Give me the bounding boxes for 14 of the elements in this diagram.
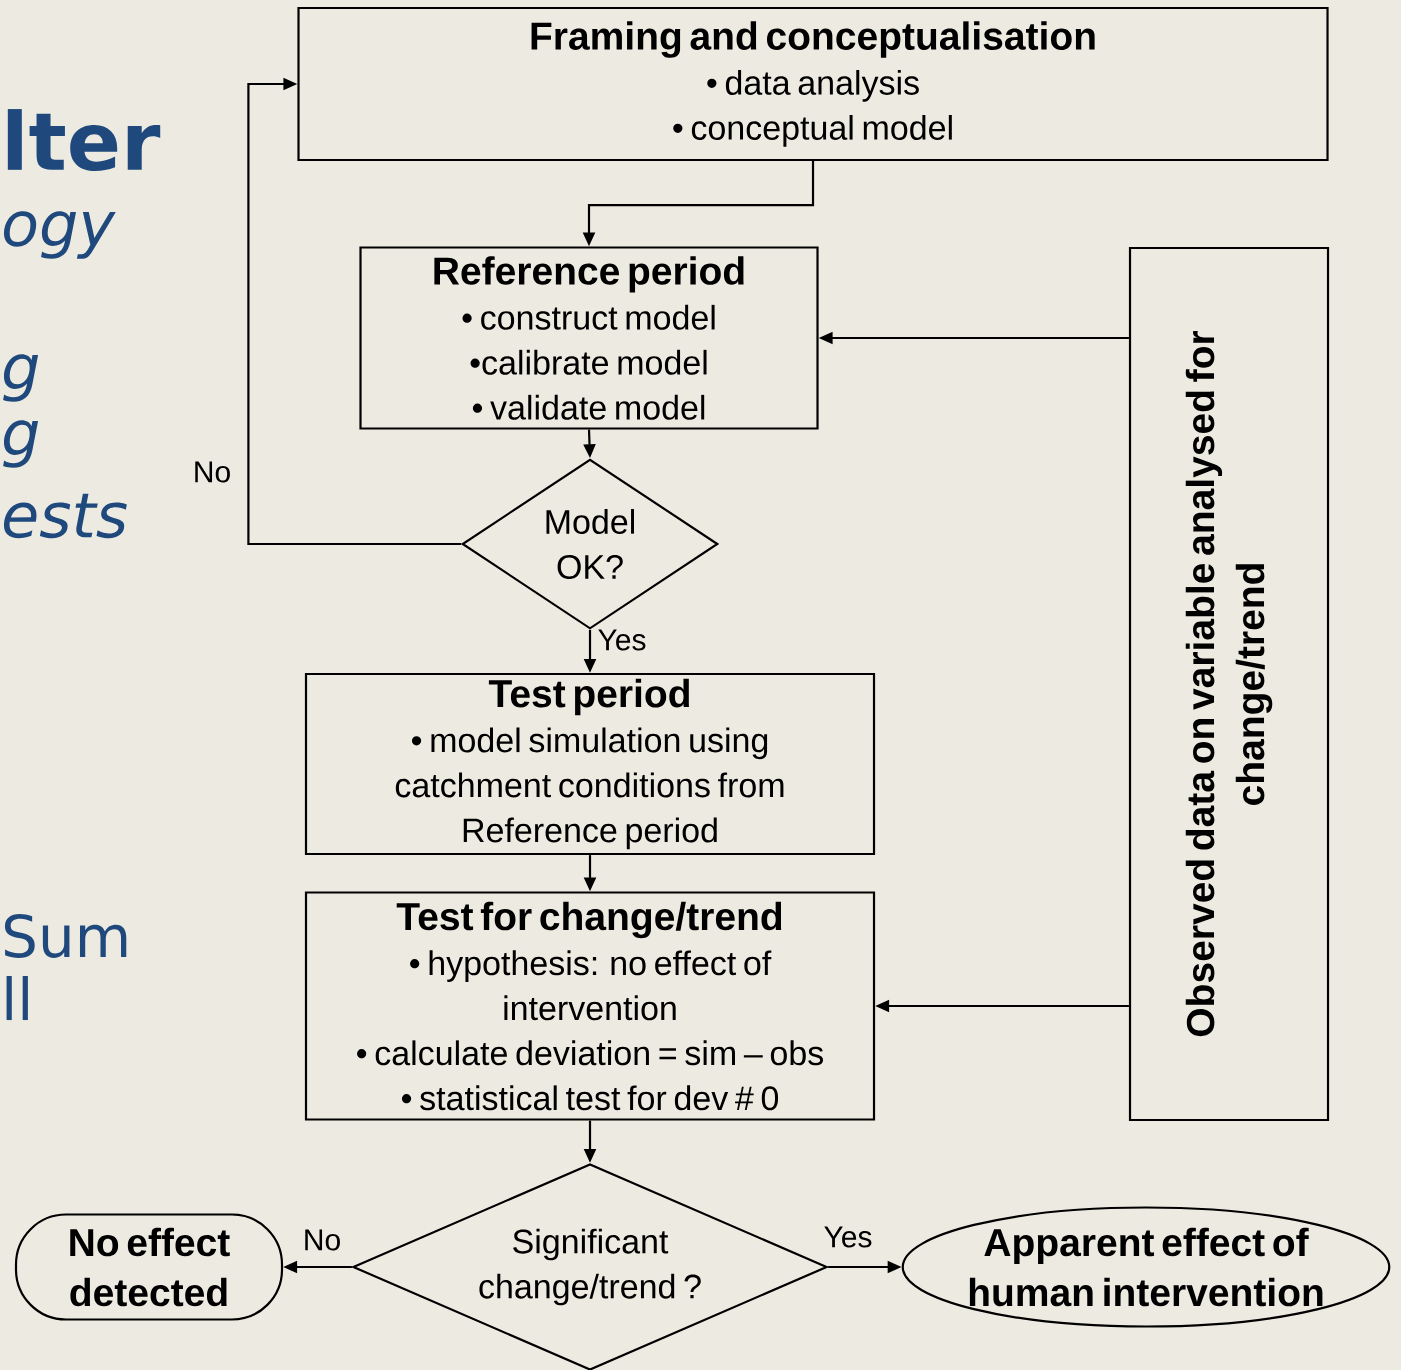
arrow [247,77,462,546]
slide-text: ests [3,493,127,539]
process-box: Framing and conceptualisation • data analysis • conceptual model [297,6,1329,162]
slide-text: Sum [4,914,127,958]
slide-text: g [3,420,39,468]
process-box: Reference period • construct model •calibrate model • validate model [359,246,819,430]
process-box: Test for change/trend • hypothesis: no effect of intervention • calculate deviation = sim – obs • statistical test for dev # 0 [304,891,876,1121]
terminal-box: No effect detected [14,1213,284,1321]
slide-text: lter [7,109,161,171]
slide-text: g [3,354,39,402]
data-box: Observed data on variable analysed for change/trend [1128,246,1330,1122]
slide-text: ll [6,976,28,1021]
slide-text: ogy [3,211,116,259]
process-box: Test period • model simulation using catchment conditions from Reference period [304,672,876,856]
